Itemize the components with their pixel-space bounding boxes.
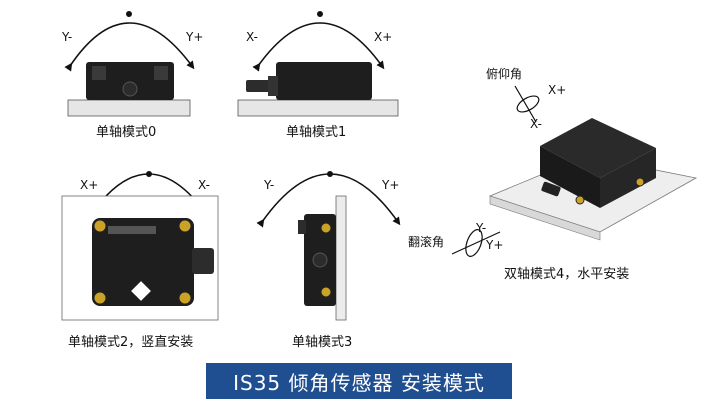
mode1-group: X- X+ 单轴模式1 — [237, 11, 399, 140]
mode4-roll-rotation-arc — [465, 229, 483, 257]
mode0-arc-pivot — [126, 11, 132, 17]
mode1-rotation-arc — [252, 22, 385, 72]
mode4-pitch-negative: X- — [530, 117, 542, 131]
mode4-pitch-axis — [514, 85, 537, 123]
mode2-caption: 单轴模式2，竖直安装 — [68, 335, 193, 350]
mode4-roll-label: 翻滚角 — [408, 234, 444, 249]
mode4-roll-axis — [451, 231, 501, 255]
mode0-sensor-device — [86, 62, 174, 100]
mode0-caption: 单轴模式0 — [96, 125, 156, 140]
mode2-group: X+ X- 单轴模式2，竖直安装 — [61, 171, 219, 350]
mode4-roll-negative: Y- — [475, 221, 486, 235]
mode3-caption: 单轴模式3 — [292, 335, 352, 350]
mode4-roll-positive: Y+ — [485, 238, 503, 252]
page-title: IS35 倾角传感器 安装模式 — [206, 363, 512, 399]
mode1-caption: 单轴模式1 — [286, 125, 346, 140]
mode0-right-axis-label: Y+ — [185, 30, 203, 44]
mode2-arc-pivot — [146, 171, 152, 177]
mode0-rotation-arc — [64, 22, 195, 72]
mode3-right-axis-label: Y+ — [381, 178, 399, 192]
mode3-sensor-device — [298, 214, 336, 306]
mode1-left-axis-label: X- — [246, 30, 258, 44]
mode3-mounting-wall — [335, 195, 347, 321]
mode4-group: 俯仰角 X+ X- 翻滚角 Y- Y+ 双轴模式4，水平安装 — [408, 66, 698, 282]
mode3-arc-pivot — [327, 171, 333, 177]
mode1-sensor-device — [246, 62, 372, 100]
mode4-pitch-positive: X+ — [548, 83, 566, 97]
mode0-left-axis-label: Y- — [61, 30, 72, 44]
mode4-caption: 双轴模式4，水平安装 — [504, 267, 629, 282]
mode4-sensor-device — [540, 118, 656, 208]
mode4-pitch-label: 俯仰角 — [486, 66, 522, 81]
mode2-right-axis-label: X- — [198, 178, 210, 192]
mode2-left-axis-label: X+ — [80, 178, 98, 192]
mode2-sensor-device — [92, 218, 214, 306]
mode0-mounting-plate — [67, 99, 191, 117]
mode1-mounting-plate — [237, 99, 399, 117]
mode0-group: Y- Y+ 单轴模式0 — [61, 11, 203, 140]
mode3-left-axis-label: Y- — [263, 178, 274, 192]
mode4-plate-edge — [489, 195, 601, 241]
mode1-right-axis-label: X+ — [374, 30, 392, 44]
mode1-arc-pivot — [317, 11, 323, 17]
mode3-group: Y- Y+ 单轴模式3 — [256, 171, 401, 350]
mode4-pitch-rotation-arc — [516, 95, 540, 113]
